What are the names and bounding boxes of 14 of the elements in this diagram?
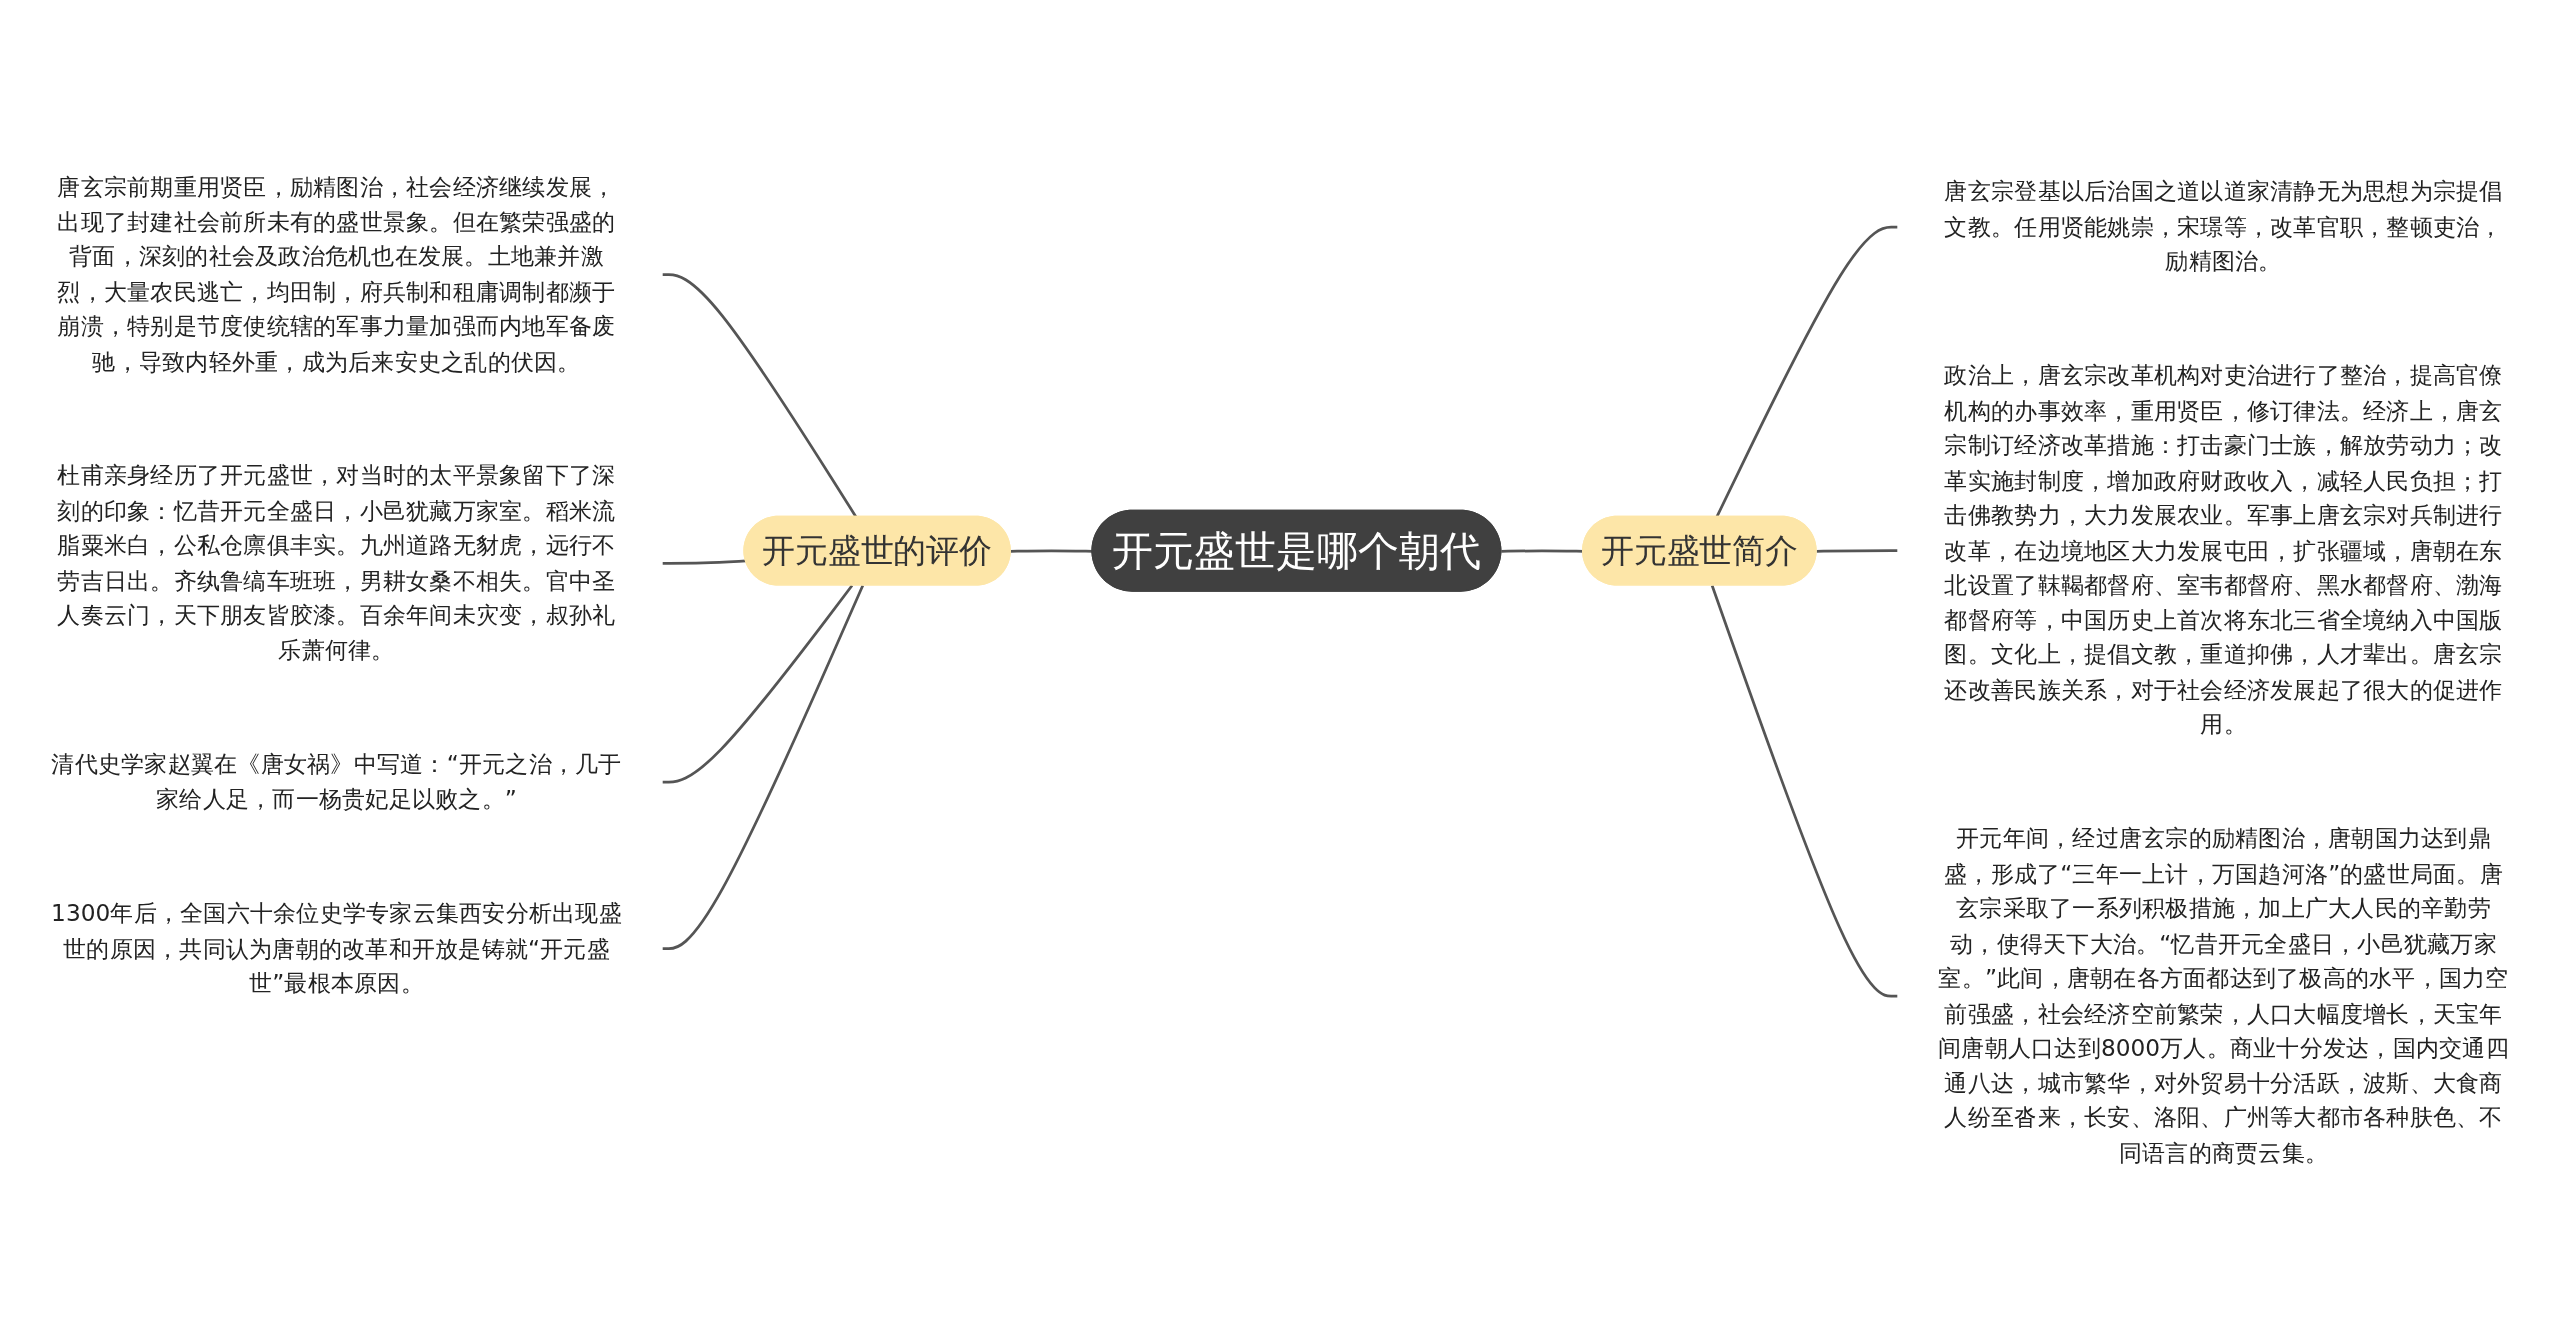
- node-text: 唐玄宗登基以后治国之道以道家清静无为思想为宗提倡文教。任用贤能姚崇，宋璟等，改革官职，整顿吏治，励精图治。: [1944, 177, 2503, 275]
- connector: [1816, 549, 1898, 553]
- node-text: 清代史学家赵翼在《唐女祸》中写道：“开元之治，几于家给人足，而一杨贵妃足以败之。”: [51, 750, 622, 813]
- node-text: 开元年间，经过唐玄宗的励精图治，唐朝国力达到鼎盛，形成了“三年一上计，万国趋河洛”的盛世局面。唐玄宗采取了一系列积极措施，加上广大人民的辛勤劳动，使得天下大治。“忆昔开元全盛日，小邑犹藏万家室。”此间，唐朝在各方面都达到了极高的水平，国力空前强盛，社会经济空前繁荣，人口大幅度增长，天宝年间唐朝人口达到8000万人。商业十分发达，国内交通四通八达，城市繁华，对外贸易十分活跃，波斯、大食商人纷至沓来，长安、洛阳、广州等大都市各种肤色、不同语言的商贾云集。: [1938, 824, 2509, 1166]
- connector: [1710, 585, 1898, 998]
- connector: [1715, 226, 1898, 518]
- connector: [1010, 549, 1093, 553]
- node-text: 唐玄宗前期重用贤臣，励精图治，社会经济继续发展，出现了封建社会前所未有的盛世景象。但在繁荣强盛的背面，深刻的社会及政治危机也在发展。土地兼并激烈，大量农民逃亡，均田制，府兵制和租庸调制都濒于崩溃，特别是节度使统辖的军事力量加强而内地军备废驰，导致内轻外重，成为后来安史之乱的伏因。: [57, 172, 616, 375]
- node-text: 1300年后，全国六十余位史学专家云集西安分析出现盛世的原因，共同认为唐朝的改革和开放是铸就“开元盛世”最根本原因。: [51, 899, 622, 997]
- connector: [662, 584, 854, 784]
- node-text: 杜甫亲身经历了开元盛世，对当时的太平景象留下了深刻的印象：忆昔开元全盛日，小邑犹藏万家室。稻米流脂粟米白，公私仓廪俱丰实。九州道路无豺虎，远行不劳吉日出。齐纨鲁缟车班班，男耕女桑不相失。官中圣人奏云门，天下朋友皆胶漆。百余年间未灾变，叔孙礼乐萧何律。: [57, 461, 616, 664]
- connector: [662, 585, 865, 951]
- connector: [662, 559, 747, 565]
- node-text: 政治上，唐玄宗改革机构对吏治进行了整治，提高官僚机构的办事效率，重用贤臣，修订律法。经济上，唐玄宗制订经济改革措施：打击豪门士族，解放劳动力；改革实施封制度，增加政府财政收入，减轻人民负担；打击佛教势力，大力发展农业。军事上唐玄宗对兵制进行改革，在边境地区大力发展屯田，扩张疆域，唐朝在东北设置了靺鞨都督府、室韦都督府、黑水都督府、渤海都督府等，中国历史上首次将东北三省全境纳入中国版图。文化上，提倡文教，重道抑佛，人才辈出。唐玄宗还改善民族关系，对于社会经济发展起了很大的促进作用。: [1944, 361, 2503, 738]
